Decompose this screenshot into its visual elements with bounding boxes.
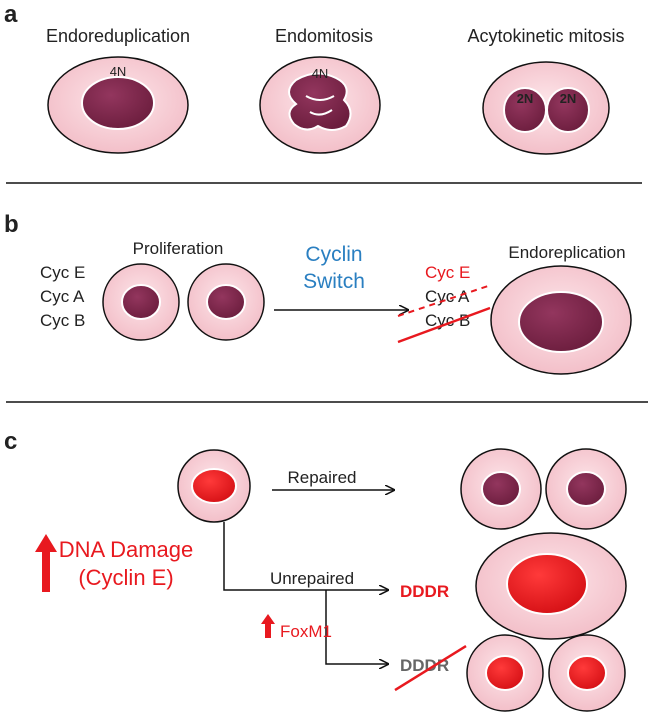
foxm1-cell-2 xyxy=(548,634,626,712)
endoreduplication-title: Endoreduplication xyxy=(46,26,190,46)
cyclin-switch-line2: Switch xyxy=(303,270,365,293)
dddr-active-label: DDDR xyxy=(400,582,449,601)
red-nucleus xyxy=(567,655,607,691)
repaired-label: Repaired xyxy=(288,468,357,487)
endomitosis-cell: 4N xyxy=(259,56,381,154)
ploidy-label-left: 2N xyxy=(517,91,534,106)
proliferating-cell-2 xyxy=(187,263,265,341)
cyclin-b-label: Cyc B xyxy=(40,311,85,330)
red-nucleus xyxy=(485,655,525,691)
acytokinetic-mitosis-cell: 2N 2N xyxy=(482,61,610,155)
foxm1-label: FoxM1 xyxy=(280,622,332,641)
cyclin-b-strike xyxy=(397,306,491,344)
ploidy-label: 4N xyxy=(110,64,127,79)
red-nucleus xyxy=(191,468,237,504)
nucleus-fragment-gap xyxy=(305,95,335,116)
red-nucleus xyxy=(506,553,588,615)
endoreplicating-cell xyxy=(490,265,632,375)
cell-nucleus xyxy=(481,471,521,507)
ploidy-label: 4N xyxy=(312,66,329,81)
unrepaired-large-cell xyxy=(475,532,627,640)
after-cyclin-e-label: Cyc E xyxy=(425,263,470,282)
dddr-strike xyxy=(394,644,467,692)
unrepaired-label: Unrepaired xyxy=(270,569,354,588)
foxm1-path xyxy=(325,590,388,664)
damaged-cell xyxy=(177,449,251,523)
proliferation-label: Proliferation xyxy=(133,239,224,258)
repaired-cell-1 xyxy=(460,448,542,530)
cyclin-switch-line1: Cyclin xyxy=(305,243,362,266)
after-cyclin-a-label: Cyc A xyxy=(425,287,470,306)
cell-nucleus xyxy=(81,76,155,130)
cell-nucleus xyxy=(121,284,161,320)
proliferating-cell-1 xyxy=(102,263,180,341)
cyclin-e-label: Cyc E xyxy=(40,263,85,282)
unrepaired-path xyxy=(223,522,388,590)
cell-nucleus xyxy=(566,471,606,507)
dna-damage-line1: DNA Damage xyxy=(59,537,194,562)
dddr-inactive-label: DDDR xyxy=(400,656,449,675)
repaired-cell-2 xyxy=(545,448,627,530)
cyclin-a-dashed-strike xyxy=(397,285,489,317)
cell-nucleus-right xyxy=(546,87,590,133)
cell-nucleus xyxy=(206,284,246,320)
panel-c-letter: c xyxy=(4,428,17,455)
endoreplication-label: Endoreplication xyxy=(508,243,625,262)
endomitosis-title: Endomitosis xyxy=(275,26,373,46)
dna-damage-up-arrow-icon xyxy=(35,534,57,592)
panel-a-letter: a xyxy=(4,1,18,28)
fragmented-nucleus xyxy=(288,72,352,131)
acytokinetic-mitosis-title: Acytokinetic mitosis xyxy=(467,26,624,46)
cyclin-a-label: Cyc A xyxy=(40,287,85,306)
foxm1-up-arrow-icon xyxy=(261,614,275,638)
panel-b-letter: b xyxy=(4,211,19,238)
cell-nucleus xyxy=(518,291,604,353)
ploidy-label-right: 2N xyxy=(560,91,577,106)
dna-damage-line2: (Cyclin E) xyxy=(78,565,173,590)
foxm1-cell-1 xyxy=(466,634,544,712)
after-cyclin-b-label: Cyc B xyxy=(425,311,470,330)
endoreduplication-cell: 4N xyxy=(47,56,189,154)
